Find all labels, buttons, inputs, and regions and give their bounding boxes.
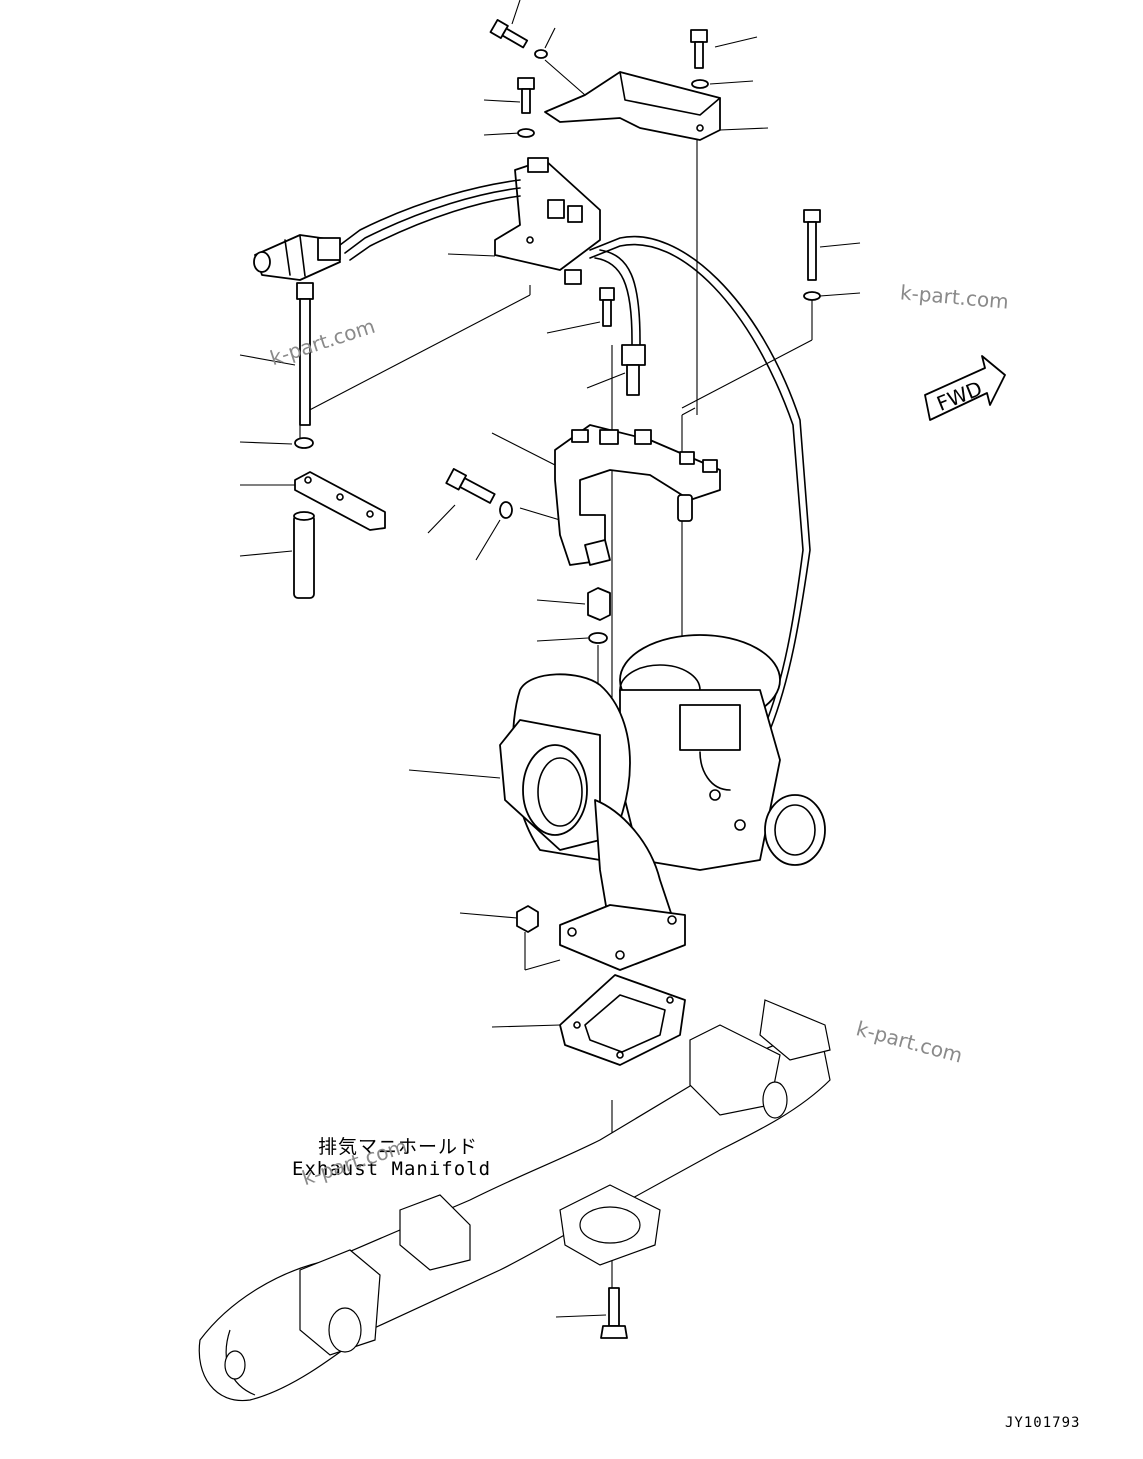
harness-connector [253, 234, 341, 281]
turbocharger [499, 634, 826, 971]
top-fasteners [489, 19, 821, 301]
manifold-label-en: Exhaust Manifold [292, 1158, 492, 1180]
callout-leaders [239, 0, 861, 1318]
flange-gasket [559, 974, 686, 1066]
exhaust-manifold [198, 999, 831, 1402]
drawing-code: JY101793 [1005, 1415, 1081, 1431]
sensor-bracket-harness [339, 157, 811, 731]
fwd-arrow-icon [924, 355, 1006, 421]
sensor-mount-bracket [554, 424, 721, 566]
manifold-label-jp: 排気マニホールド [318, 1136, 479, 1158]
manifold-bolt [600, 1287, 628, 1339]
mid-fasteners [445, 468, 611, 644]
heat-shield-bracket [544, 71, 721, 141]
temperature-sensor [599, 287, 646, 396]
stud-bolt-assembly [293, 282, 386, 599]
flange-nut [516, 905, 539, 933]
